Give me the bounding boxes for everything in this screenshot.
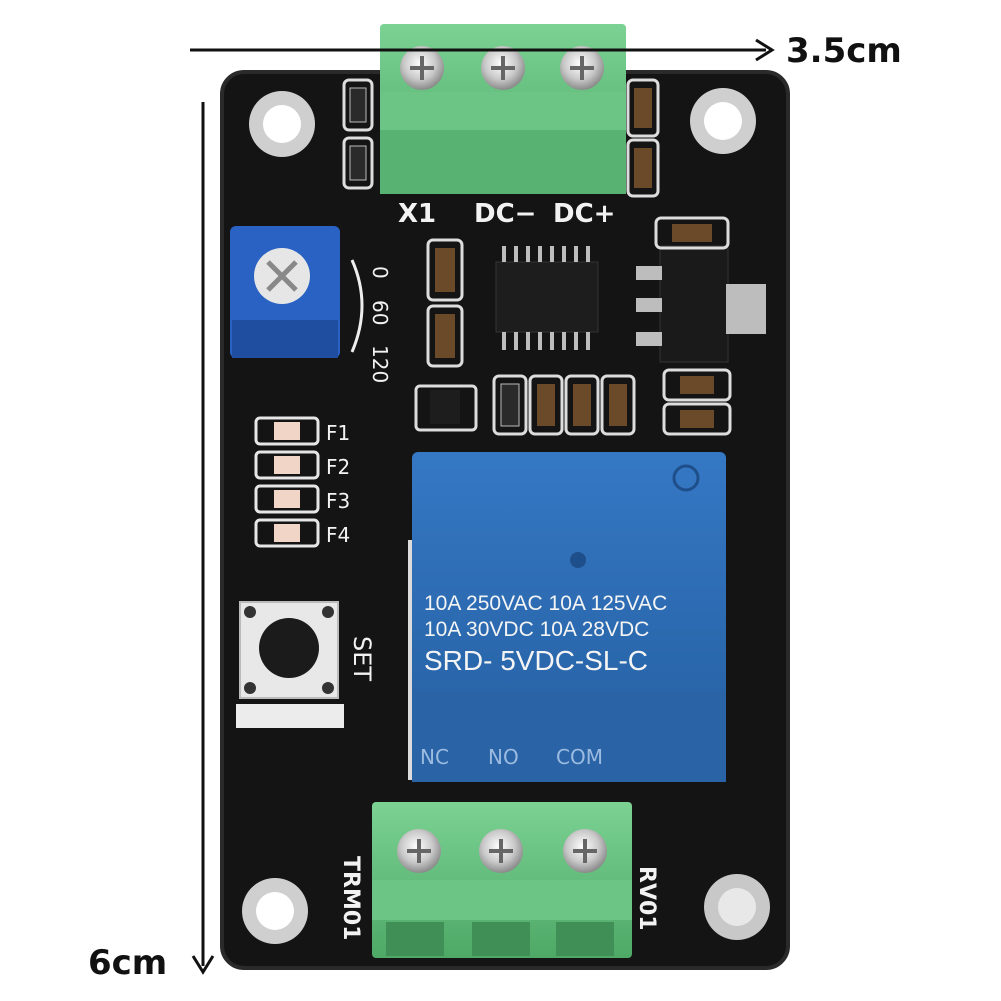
relay-rating-line1: 10A 250VAC 10A 125VAC xyxy=(424,592,667,615)
led-label-f4: F4 xyxy=(326,523,350,547)
output-terminal-block xyxy=(372,802,632,958)
terminal-label-x1: X1 xyxy=(398,199,436,229)
smd-capacitor xyxy=(654,216,730,250)
height-dimension-arrow xyxy=(191,102,215,975)
led-indicator xyxy=(254,518,320,548)
transistor xyxy=(414,384,478,432)
led-label-f3: F3 xyxy=(326,489,350,513)
led-indicator xyxy=(254,450,320,480)
relay-pin-no: NO xyxy=(488,745,519,769)
smd-capacitor xyxy=(662,368,732,402)
smd-resistor xyxy=(342,78,374,132)
smd-capacitor xyxy=(564,374,600,436)
mounting-hole xyxy=(242,878,308,944)
relay xyxy=(408,452,726,782)
screw-icon[interactable] xyxy=(481,46,525,90)
mounting-hole xyxy=(249,91,315,157)
smd-resistor xyxy=(342,136,374,190)
trimmer-potentiometer[interactable] xyxy=(230,226,340,358)
screw-icon[interactable] xyxy=(563,829,607,873)
button-label-set: SET xyxy=(348,636,376,681)
height-dimension-label: 6cm xyxy=(88,943,167,983)
screw-icon[interactable] xyxy=(397,829,441,873)
smd-capacitor xyxy=(626,138,660,198)
screw-icon[interactable] xyxy=(560,46,604,90)
screw-icon[interactable] xyxy=(400,46,444,90)
width-dimension-arrow xyxy=(190,38,775,62)
pot-scale-60: 60 xyxy=(368,300,392,325)
pot-scale-120: 120 xyxy=(368,345,392,383)
led-indicator xyxy=(254,416,320,446)
ic-chip xyxy=(495,246,599,350)
smd-capacitor xyxy=(600,374,636,436)
smd-capacitor xyxy=(626,78,660,138)
led-label-f1: F1 xyxy=(326,421,350,445)
output-label-rv01: RV01 xyxy=(634,866,659,931)
relay-model: SRD- 5VDC-SL-C xyxy=(424,645,648,676)
pot-scale-0: 0 xyxy=(368,266,392,279)
smd-capacitor xyxy=(662,402,732,436)
terminal-label-dc-minus: DC− xyxy=(474,199,536,229)
smd-capacitor xyxy=(426,238,464,302)
smd-capacitor xyxy=(528,374,564,436)
relay-pin-com: COM xyxy=(556,745,603,769)
set-push-button[interactable] xyxy=(236,601,344,728)
smd-resistor xyxy=(492,374,528,436)
terminal-label-dc-plus: DC+ xyxy=(553,199,615,229)
relay-pin-nc: NC xyxy=(420,745,449,769)
led-label-f2: F2 xyxy=(326,455,350,479)
input-terminal-block xyxy=(380,24,626,194)
mounting-hole xyxy=(690,88,756,154)
mounting-hole xyxy=(704,874,770,940)
width-dimension-label: 3.5cm xyxy=(786,31,902,71)
screw-icon[interactable] xyxy=(479,829,523,873)
voltage-regulator xyxy=(636,245,766,363)
smd-capacitor xyxy=(426,304,464,368)
output-label-trm01: TRM01 xyxy=(338,856,363,940)
led-indicator xyxy=(254,484,320,514)
relay-rating-line2: 10A 30VDC 10A 28VDC xyxy=(424,618,649,641)
